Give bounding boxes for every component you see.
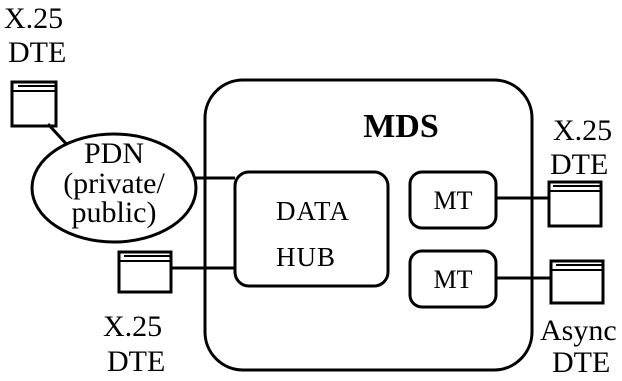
mt-top-label: MT <box>434 186 473 215</box>
pdn-label-line3: public) <box>72 196 157 229</box>
pdn-cloud: PDN (private/ public) <box>30 132 198 244</box>
bottom-right-dte-label-line1: Async <box>540 314 617 347</box>
bottom-left-dte-terminal-icon <box>117 250 173 294</box>
mt-bottom-label: MT <box>434 265 473 294</box>
bottom-left-dte-label-line1: X.25 <box>103 310 162 343</box>
bottom-left-dte-label-line2: DTE <box>107 345 165 378</box>
bottom-right-dte-label-line2: DTE <box>552 346 610 379</box>
bottom-right-dte-terminal-icon <box>549 259 605 305</box>
data-hub-box <box>233 170 390 288</box>
data-hub-label-line1: DATA <box>276 196 350 226</box>
data-hub-label-line2: HUB <box>276 242 336 272</box>
mds-box <box>203 78 534 372</box>
top-right-dte-label-line2: DTE <box>550 148 608 181</box>
top-left-dte-label-line1: X.25 <box>4 2 63 35</box>
mds-title: MDS <box>363 108 439 145</box>
top-right-dte-label-line1: X.25 <box>553 114 612 147</box>
top-left-dte-terminal-icon <box>10 80 58 128</box>
mt-top-box <box>408 170 498 230</box>
top-right-dte-terminal-icon <box>547 180 603 228</box>
top-left-dte-label-line2: DTE <box>8 36 66 69</box>
pdn-label-line2: (private/ <box>63 167 165 200</box>
pdn-label-line1: PDN <box>84 137 144 170</box>
